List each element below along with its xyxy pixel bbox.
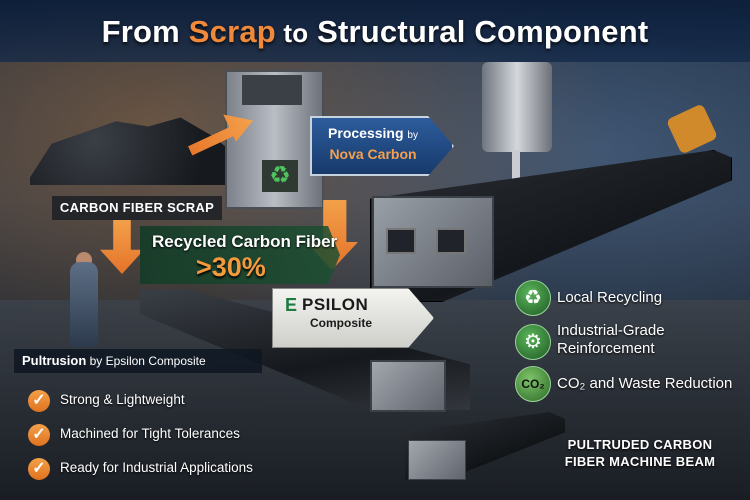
drill-bit-image bbox=[512, 150, 520, 190]
robot-arm-image bbox=[665, 103, 719, 155]
feature-text-line-1: Industrial-Grade bbox=[557, 322, 665, 339]
processing-label: Processing by Nova Carbon bbox=[318, 124, 428, 163]
epsilon-logo-icon: E bbox=[285, 295, 298, 315]
beam-caption-line-2: FIBER MACHINE BEAM bbox=[564, 454, 716, 469]
beam-caption: PULTRUDED CARBON FIBER MACHINE BEAM bbox=[545, 436, 735, 470]
pultrusion-rest: by Epsilon Composite bbox=[86, 354, 206, 368]
beam-end-plate-image bbox=[372, 196, 494, 288]
beam-caption-line-1: PULTRUDED CARBON bbox=[567, 437, 713, 452]
beam-hole-left bbox=[386, 228, 416, 254]
check-icon: ✓ bbox=[28, 458, 50, 480]
recycled-value: >30% bbox=[196, 252, 266, 282]
check-icon: ✓ bbox=[28, 390, 50, 412]
title-bar bbox=[0, 0, 750, 62]
check-text: Ready for Industrial Applications bbox=[60, 460, 253, 475]
epsilon-sub: Composite bbox=[310, 316, 373, 330]
list-item: ✓ Machined for Tight Tolerances bbox=[14, 418, 314, 452]
feature-text-line-2: Reinforcement bbox=[557, 340, 655, 357]
shredder-hopper-image bbox=[242, 75, 302, 105]
recycled-banner bbox=[140, 226, 340, 284]
pultrusion-label: Pultrusion by Epsilon Composite bbox=[14, 349, 262, 373]
title-accent: Scrap bbox=[188, 14, 276, 49]
processing-company: Nova Carbon bbox=[329, 146, 417, 162]
gear-icon: ⚙ bbox=[515, 324, 551, 360]
flow-arrow-down-icon bbox=[100, 220, 144, 274]
check-text: Strong & Lightweight bbox=[60, 392, 185, 407]
title-part-2: to bbox=[275, 18, 309, 48]
finished-beam-end-image bbox=[408, 440, 466, 480]
recycle-icon: ♻ bbox=[515, 280, 551, 316]
scrap-pile-image bbox=[30, 117, 245, 185]
feature-text: CO₂ and Waste Reduction bbox=[557, 375, 733, 392]
cnc-spindle-image bbox=[482, 62, 552, 152]
list-item: ✓ Ready for Industrial Applications bbox=[14, 452, 314, 486]
processing-arrow bbox=[310, 116, 454, 176]
list-item: ✓ Strong & Lightweight bbox=[14, 384, 314, 418]
beam-hole-right bbox=[436, 228, 466, 254]
feature-text: Local Recycling bbox=[557, 289, 663, 306]
processing-by: by bbox=[407, 130, 418, 141]
worker-image bbox=[70, 262, 98, 347]
epsilon-arrow bbox=[272, 288, 434, 348]
recycle-icon: ♻ bbox=[262, 160, 298, 192]
pultrusion-bold: Pultrusion bbox=[22, 353, 87, 368]
title-part-1: From bbox=[101, 14, 189, 49]
processing-prefix: Processing bbox=[328, 125, 404, 141]
epsilon-name: PSILON bbox=[302, 295, 369, 314]
scrap-label: CARBON FIBER SCRAP bbox=[52, 196, 222, 220]
page-title: From Scrap to Structural Component bbox=[0, 14, 750, 50]
benefit-checklist: ✓ Strong & Lightweight ✓ Machined for Ti… bbox=[14, 384, 314, 486]
co2-icon: CO₂ bbox=[515, 366, 551, 402]
recycled-title: Recycled Carbon Fiber bbox=[152, 232, 338, 251]
title-part-3: Structural Component bbox=[308, 14, 649, 49]
check-icon: ✓ bbox=[28, 424, 50, 446]
profile-end-image bbox=[370, 360, 446, 412]
check-text: Machined for Tight Tolerances bbox=[60, 426, 240, 441]
